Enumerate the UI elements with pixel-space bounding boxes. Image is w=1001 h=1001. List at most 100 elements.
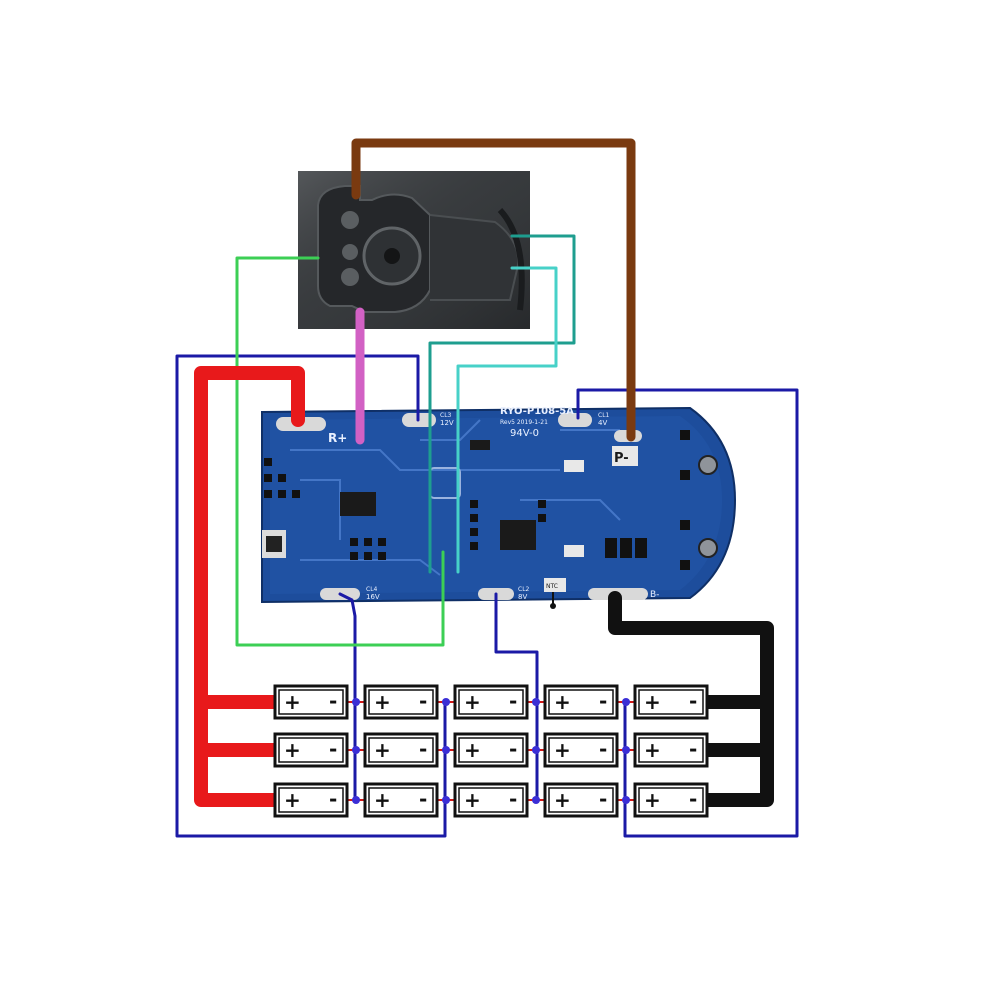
plus-terminal-icon: + (284, 738, 301, 762)
minus-terminal-icon: - (509, 787, 517, 811)
ic-chip (500, 520, 536, 550)
red-wire (194, 366, 305, 807)
battery-cell-inner (548, 689, 614, 715)
battery-cell: +- (633, 684, 709, 720)
battery-cell: +- (633, 732, 709, 768)
plus-terminal-icon: + (644, 738, 661, 762)
plus-terminal-icon: + (644, 788, 661, 812)
green-wire (235, 256, 445, 647)
battery-cell-body (543, 782, 619, 818)
battery-cell: +- (273, 782, 349, 818)
battery-cells: +-+-+-+-+-+-+-+-+-+-+-+-+-+-+- (273, 684, 709, 818)
battery-cell-inner (638, 787, 704, 813)
minus-terminal-icon: - (509, 689, 517, 713)
battery-cell-body (363, 732, 439, 768)
battery-cell-inner (548, 787, 614, 813)
minus-terminal-icon: - (329, 689, 337, 713)
battery-cell-inner (638, 689, 704, 715)
battery-cell-body (363, 782, 439, 818)
label-pminus: P- (614, 451, 629, 466)
battery-cell-inner (638, 737, 704, 763)
plus-terminal-icon: + (464, 788, 481, 812)
plus-terminal-icon: + (284, 788, 301, 812)
battery-cell-body (273, 732, 349, 768)
battery-cell-body (543, 732, 619, 768)
junction-dot (442, 746, 450, 754)
navy-wire-cl4 (338, 592, 357, 802)
junction-dot (622, 698, 630, 706)
junction-dot (352, 746, 360, 754)
minus-terminal-icon: - (599, 689, 607, 713)
pad-cl1 (558, 413, 592, 427)
battery-cell: +- (453, 684, 529, 720)
label-ntc: NTC (546, 583, 558, 590)
battery-cell-inner (548, 737, 614, 763)
battery-cell-body (273, 684, 349, 720)
plus-terminal-icon: + (554, 788, 571, 812)
battery-cell-inner (368, 737, 434, 763)
battery-cell-inner (458, 787, 524, 813)
junction-dot (622, 796, 630, 804)
battery-cell-body (453, 684, 529, 720)
battery-cell: +- (543, 782, 619, 818)
battery-cell: +- (543, 684, 619, 720)
pad-volt: 4V (598, 419, 607, 427)
navy-wire-cl3 (175, 354, 447, 838)
minus-terminal-icon: - (599, 787, 607, 811)
battery-cell-body (453, 732, 529, 768)
battery-cell-inner (368, 689, 434, 715)
battery-cell: +- (273, 732, 349, 768)
connector-housing (298, 171, 530, 329)
minus-terminal-icon: - (329, 737, 337, 761)
pad-volt: 12V (440, 419, 454, 427)
battery-cell-body (633, 732, 709, 768)
minus-terminal-icon: - (689, 689, 697, 713)
pad-code: CL2 (518, 586, 530, 593)
brown-wire (351, 138, 636, 442)
battery-cell-inner (458, 689, 524, 715)
battery-cell: +- (363, 732, 439, 768)
battery-cell-body (363, 684, 439, 720)
junction-dot (352, 796, 360, 804)
plus-terminal-icon: + (464, 690, 481, 714)
pad-code: CL1 (598, 412, 610, 419)
navy-wire-cl2 (494, 592, 539, 802)
battery-cell-body (273, 782, 349, 818)
plus-terminal-icon: + (464, 738, 481, 762)
minus-terminal-icon: - (599, 737, 607, 761)
battery-cell: +- (363, 684, 439, 720)
junction-dot (352, 698, 360, 706)
wires (175, 138, 799, 838)
plus-terminal-icon: + (374, 738, 391, 762)
minus-terminal-icon: - (419, 737, 427, 761)
plus-terminal-icon: + (554, 690, 571, 714)
battery-cell: +- (453, 732, 529, 768)
junction-dot (442, 698, 450, 706)
minus-terminal-icon: - (419, 689, 427, 713)
junction-dot (532, 796, 540, 804)
bms-pcb: RYO-P108-5A Rev5 2019-1-21 94V-0 R+ P- B… (261, 406, 737, 609)
battery-cell-inner (278, 787, 344, 813)
plus-terminal-icon: + (554, 738, 571, 762)
pad-code: CL3 (440, 412, 452, 419)
cyan-wire (456, 266, 558, 574)
battery-cell-inner (368, 787, 434, 813)
battery-cell-inner (278, 689, 344, 715)
pad-volt: 16V (366, 593, 380, 601)
junction-dot (532, 698, 540, 706)
navy-wire-cl1 (576, 388, 799, 838)
minus-terminal-icon: - (419, 787, 427, 811)
plus-terminal-icon: + (284, 690, 301, 714)
ic-chip (470, 440, 490, 450)
battery-cell-body (633, 782, 709, 818)
battery-cell-body (633, 684, 709, 720)
battery-cell: +- (453, 782, 529, 818)
battery-cell-body (543, 684, 619, 720)
junction-dot (532, 746, 540, 754)
minus-terminal-icon: - (329, 787, 337, 811)
teal-wire (428, 234, 576, 574)
plus-terminal-icon: + (644, 690, 661, 714)
label-rplus: R+ (328, 431, 347, 445)
battery-cell-body (453, 782, 529, 818)
battery-cell: +- (273, 684, 349, 720)
